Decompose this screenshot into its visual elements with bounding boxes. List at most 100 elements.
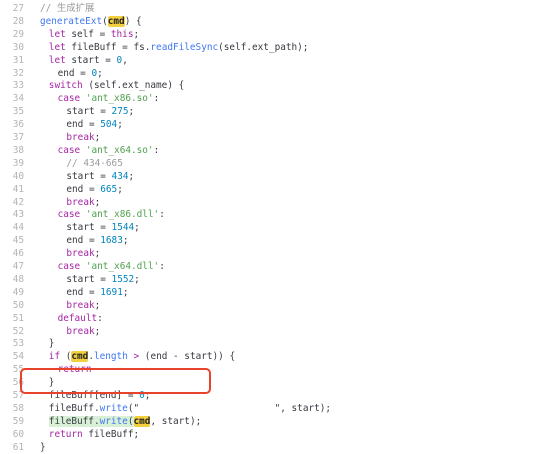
- code-line[interactable]: 50 break;: [0, 300, 560, 312]
- code-token: 'ant_x86.so': [85, 93, 154, 105]
- code-token: this: [110, 28, 134, 40]
- code-token: ;: [122, 235, 129, 247]
- code-token: 1544: [111, 222, 135, 234]
- code-token: }: [48, 377, 55, 389]
- code-line[interactable]: 39// 434-665: [0, 158, 560, 170]
- line-number: 41: [12, 183, 24, 195]
- code-token: >: [127, 351, 145, 363]
- code-text: // 434-665: [66, 158, 122, 170]
- code-token: , start);: [150, 415, 202, 427]
- code-token: switch: [48, 80, 89, 92]
- code-text: case 'ant_x64.dll':: [58, 261, 165, 273]
- code-token: fileBuff[end] =: [48, 390, 140, 401]
- line-number: 47: [12, 261, 24, 272]
- line-number: 34: [12, 93, 24, 105]
- code-token: 1683: [100, 235, 123, 247]
- code-token: case: [57, 93, 86, 105]
- line-number: 32: [12, 67, 24, 79]
- code-line[interactable]: 37 break;: [0, 132, 560, 144]
- code-token: ;: [144, 390, 151, 401]
- code-line[interactable]: 53}: [0, 338, 560, 350]
- line-number: 61: [12, 441, 24, 453]
- code-token: write: [99, 402, 128, 414]
- code-token: start =: [66, 170, 112, 182]
- code-text: start = 1544;: [66, 222, 139, 234]
- code-token: ;: [134, 273, 140, 285]
- line-number: 45: [12, 235, 24, 247]
- code-text: fileBuff.write(cmd, start);: [48, 415, 202, 428]
- code-text: break;: [66, 132, 100, 144]
- code-token: case: [57, 261, 86, 272]
- code-token: :: [153, 93, 160, 105]
- code-text: return fileBuff;: [49, 429, 139, 441]
- code-token: 504: [100, 119, 118, 131]
- line-number: 56: [12, 377, 24, 389]
- code-line[interactable]: 47 case 'ant_x64.dll':: [0, 261, 560, 273]
- line-number: 37: [12, 132, 24, 143]
- line-number: 52: [12, 325, 24, 337]
- code-text: default:: [58, 313, 103, 325]
- code-line[interactable]: 34 case 'ant_x86.so':: [0, 93, 560, 105]
- line-number: 49: [12, 286, 24, 298]
- code-token: (: [65, 351, 72, 363]
- code-token: break: [66, 248, 95, 260]
- code-token: 0: [116, 54, 123, 66]
- code-token: ;: [128, 170, 135, 182]
- code-text: let start = 0,: [49, 55, 128, 67]
- code-token: let: [48, 54, 72, 66]
- code-line[interactable]: 27// 生成扩展: [0, 3, 560, 15]
- code-token: ;: [128, 106, 135, 118]
- code-token: }: [48, 338, 55, 350]
- line-number: 50: [12, 299, 24, 311]
- code-text: let self = this;: [49, 29, 139, 41]
- line-number: 55: [12, 364, 24, 376]
- code-token: generateExt: [40, 15, 103, 27]
- code-text: switch (self.ext_name) {: [49, 80, 184, 92]
- code-token: cmd: [71, 351, 89, 363]
- code-token: break: [66, 325, 95, 337]
- line-number: 57: [12, 390, 24, 401]
- code-text: let fileBuff = fs.readFileSync(self.ext_…: [49, 42, 309, 54]
- code-token: (self.ext_name) {: [88, 80, 185, 92]
- red-highlight-box: [20, 368, 211, 394]
- code-token: let: [48, 41, 72, 53]
- code-line[interactable]: 28 generateExt(cmd) {: [0, 15, 560, 28]
- code-line[interactable]: 61}: [0, 442, 560, 454]
- code-token: ;: [94, 248, 101, 260]
- code-token: }: [40, 441, 46, 453]
- code-token: ;: [133, 28, 140, 40]
- line-number: 28: [12, 15, 24, 27]
- code-token: (: [102, 15, 108, 27]
- code-line[interactable]: 56}: [0, 377, 560, 389]
- code-text: case 'ant_x86.so':: [58, 93, 160, 105]
- code-token: ) {: [124, 15, 142, 27]
- code-token: start =: [66, 106, 112, 118]
- code-text: break;: [66, 300, 100, 312]
- code-token: cmd: [107, 15, 125, 27]
